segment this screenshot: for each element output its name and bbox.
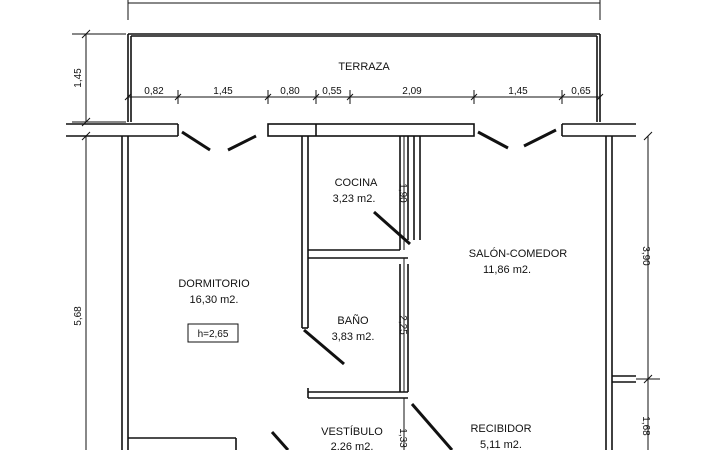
terrace-segment-chain	[124, 90, 604, 104]
terrace-segment-2: 1,45	[213, 86, 233, 97]
terrace-segment-1: 0,82	[144, 86, 164, 97]
vestibulo-area: 2,26 m2.	[331, 441, 374, 450]
bano-area: 3,83 m2.	[332, 331, 375, 343]
right-dimensions	[636, 131, 660, 450]
height-tag: h=2,65	[198, 329, 229, 340]
terrace-doors	[181, 128, 557, 152]
bano-label: BAÑO	[337, 314, 369, 327]
bedroom-partition	[301, 136, 309, 329]
top-overall-dimension	[127, 0, 601, 20]
left-height-label: 5,68	[73, 306, 84, 326]
right-outer-wall	[605, 136, 636, 450]
kitchen-bath-walls	[307, 136, 409, 399]
vestibulo-label: VESTÍBULO	[321, 425, 383, 438]
salon-left-wall	[413, 136, 421, 240]
right-upper-label: 3,90	[640, 246, 651, 266]
terrace-segment-5: 2,09	[402, 86, 422, 97]
terrace-segment-7: 0,65	[571, 86, 591, 97]
salon-label: SALÓN-COMEDOR	[469, 247, 567, 260]
terrace-segment-3: 0,80	[280, 86, 300, 97]
terrace-outline	[127, 33, 601, 122]
terrace-segment-4: 0,55	[322, 86, 342, 97]
left-height-dimension	[81, 131, 91, 450]
cocina-area: 3,23 m2.	[333, 193, 376, 205]
salon-area: 11,86 m2.	[483, 264, 531, 276]
bath-depth-label: 2,25	[397, 315, 408, 335]
cocina-label: COCINA	[335, 177, 378, 189]
bedroom-fixture	[128, 437, 237, 450]
recibidor-label: RECIBIDOR	[470, 423, 531, 435]
hall-depth-label: 1,33	[397, 428, 408, 448]
terrace-depth-label: 1,45	[73, 68, 84, 88]
recibidor-area: 5,11 m2.	[480, 439, 522, 450]
right-lower-label: 1,68	[640, 416, 651, 436]
dormitorio-label: DORMITORIO	[178, 278, 250, 290]
left-outer-wall	[121, 136, 129, 450]
kitchen-depth-label: 1,90	[397, 183, 408, 203]
dormitorio-area: 16,30 m2.	[190, 294, 239, 306]
terrace-segment-6: 1,45	[508, 86, 528, 97]
height-tag-box	[187, 323, 239, 343]
terraza-label: TERRAZA	[338, 61, 390, 73]
terrace-depth-dimension	[72, 29, 126, 127]
